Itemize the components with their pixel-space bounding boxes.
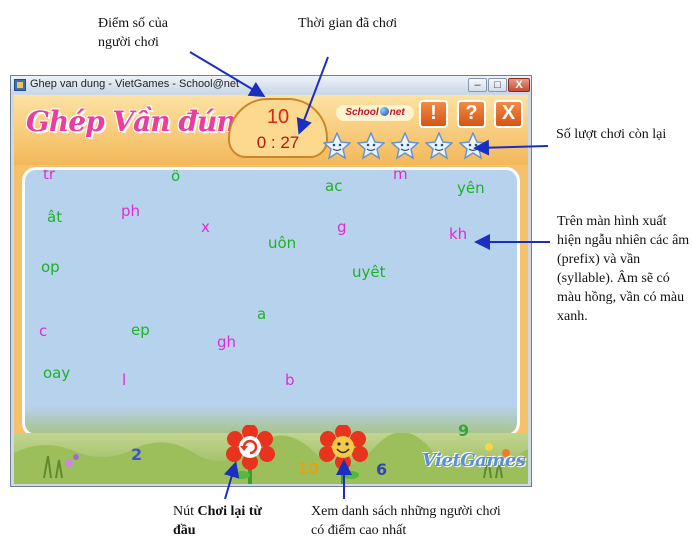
word-tile-prefix[interactable]: gh [217,333,237,351]
game-logo: Ghép Vần đúng [26,105,255,138]
word-tile-syllable[interactable]: ât [47,208,63,226]
word-tile-syllable[interactable]: uyêt [352,263,386,281]
star-life-icon [425,132,453,160]
time-annotation: Thời gian đã chơi [298,16,398,31]
tiles-annotation: Trên màn hình xuất hiện ngẫu nhiên các â… [557,214,690,324]
score-annotation: Điểm số của người chơi [98,16,168,50]
word-tile-syllable[interactable]: op [41,258,60,276]
refresh-icon [242,439,258,455]
minimize-button[interactable]: – [468,78,487,92]
word-tile-syllable[interactable]: a [257,305,267,323]
word-tile-prefix[interactable]: l [122,371,127,389]
star-life-icon [391,132,419,160]
schoolnet-logo-text-2: net [389,107,405,118]
highscore-annotation: Xem danh sách những người chơi có điểm c… [311,504,501,538]
word-tile-prefix[interactable]: g [337,218,347,236]
replay-button[interactable] [224,425,276,484]
score-value: 10 [266,106,290,128]
help-button[interactable]: ! [419,100,448,128]
word-tile-syllable[interactable]: uôn [268,234,297,252]
word-tile-syllable[interactable]: ô [171,167,181,185]
star-life-icon [357,132,385,160]
star-life-icon [459,132,487,160]
board-grass-edge [25,406,517,434]
deco-number: 2 [131,445,143,464]
deco-number: 10 [297,459,320,478]
lives-annotation: Số lượt chơi còn lại [556,127,667,142]
close-window-button[interactable]: X [508,78,530,92]
word-tile-prefix[interactable]: c [39,322,48,340]
word-tile-prefix[interactable]: ph [121,202,141,220]
star-life-icon [323,132,351,160]
app-icon [14,79,26,91]
timer-value: 0 : 27 [256,133,300,152]
word-tile-prefix[interactable]: tr [43,167,56,183]
word-tile-syllable[interactable]: yên [457,179,485,197]
vietgames-logo: VietGames [422,450,526,471]
word-tile-syllable[interactable]: ep [131,321,150,339]
word-tile-prefix[interactable]: m [393,167,408,183]
window-title: Ghep van dung - VietGames - School@net [30,78,240,90]
exit-button[interactable]: X [494,100,523,128]
game-window: Ghep van dung - VietGames - School@net –… [10,75,532,487]
title-bar[interactable]: Ghep van dung - VietGames - School@net –… [11,76,531,94]
deco-number: 6 [376,460,388,479]
word-tile-syllable[interactable]: oay [43,364,71,382]
maximize-button[interactable]: □ [488,78,507,92]
globe-icon [379,107,389,116]
word-tile-prefix[interactable]: kh [449,225,468,243]
replay-annotation: Nút Chơi lại từ đầu [173,502,263,540]
smiley-face-icon [336,442,350,454]
game-header: Ghép Vần đúng 10 0 : 27 School net ! ? X [14,95,528,165]
word-tile-syllable[interactable]: ac [325,177,343,195]
word-tile-prefix[interactable]: b [285,371,295,389]
deco-number: 9 [458,421,470,440]
word-tile-prefix[interactable]: x [201,218,210,236]
schoolnet-logo: School net [336,105,414,121]
replay-annotation-bold: Chơi lại từ đầu [173,504,262,538]
high-score-button[interactable] [317,425,369,484]
replay-annotation-prefix: Nút [173,504,198,519]
schoolnet-logo-text-1: School [345,107,379,118]
score-panel: 10 0 : 27 [228,98,328,158]
question-button[interactable]: ? [457,100,486,128]
